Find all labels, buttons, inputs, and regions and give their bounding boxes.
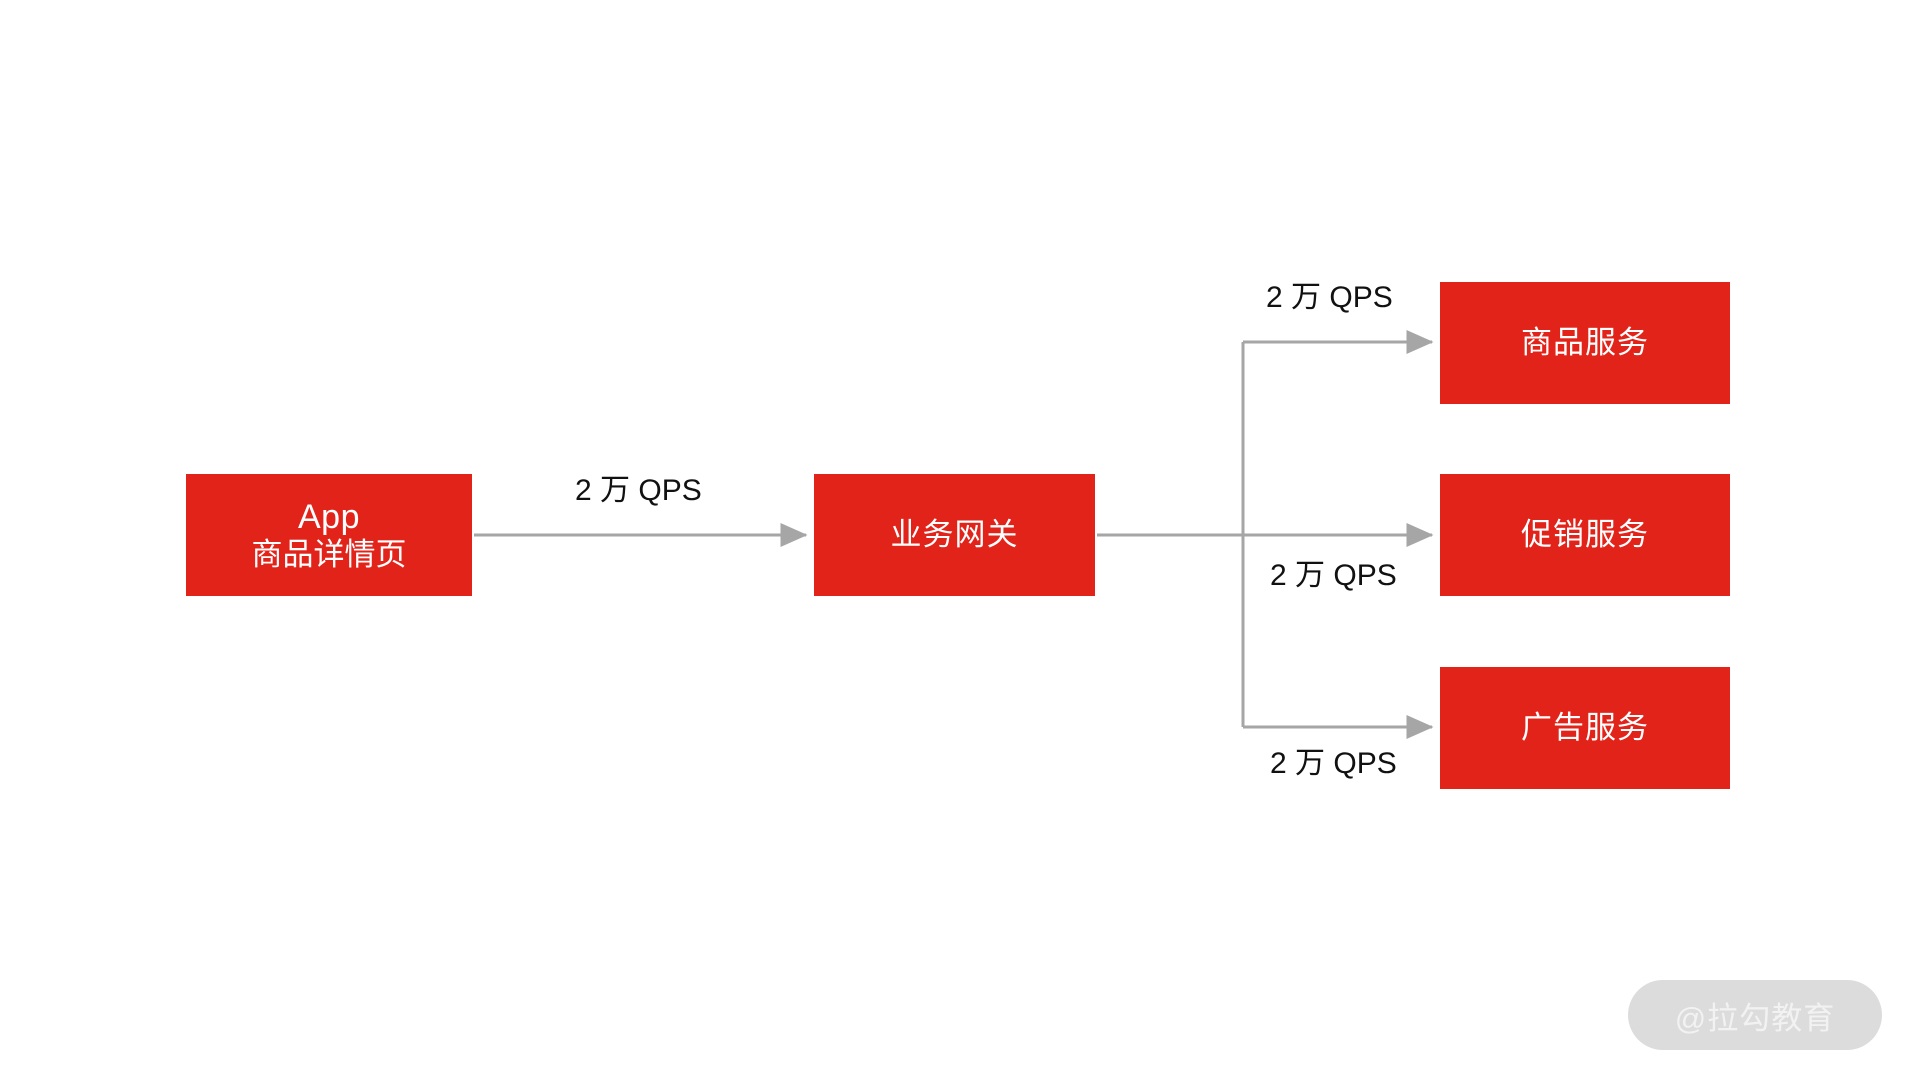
edge-label-gateway-to-product: 2 万 QPS [1266,281,1393,314]
watermark-badge: @拉勾教育 [1628,980,1882,1050]
node-app-title: App [298,497,360,536]
edge-label-app-to-gateway: 2 万 QPS [575,474,702,507]
node-app-subtitle: 商品详情页 [251,536,407,572]
node-ad-service[interactable]: 广告服务 [1440,667,1730,789]
node-product-service[interactable]: 商品服务 [1440,282,1730,404]
node-ad-service-label: 广告服务 [1521,709,1649,745]
node-promotion-service[interactable]: 促销服务 [1440,474,1730,596]
node-product-service-label: 商品服务 [1521,324,1649,360]
edge-label-gateway-to-ad: 2 万 QPS [1270,747,1397,780]
node-promotion-service-label: 促销服务 [1521,516,1649,552]
node-app[interactable]: App 商品详情页 [186,474,472,596]
edge-label-gateway-to-promotion: 2 万 QPS [1270,559,1397,592]
node-business-gateway[interactable]: 业务网关 [814,474,1095,596]
node-gateway-label: 业务网关 [890,516,1019,552]
watermark-text: @拉勾教育 [1674,1000,1836,1036]
